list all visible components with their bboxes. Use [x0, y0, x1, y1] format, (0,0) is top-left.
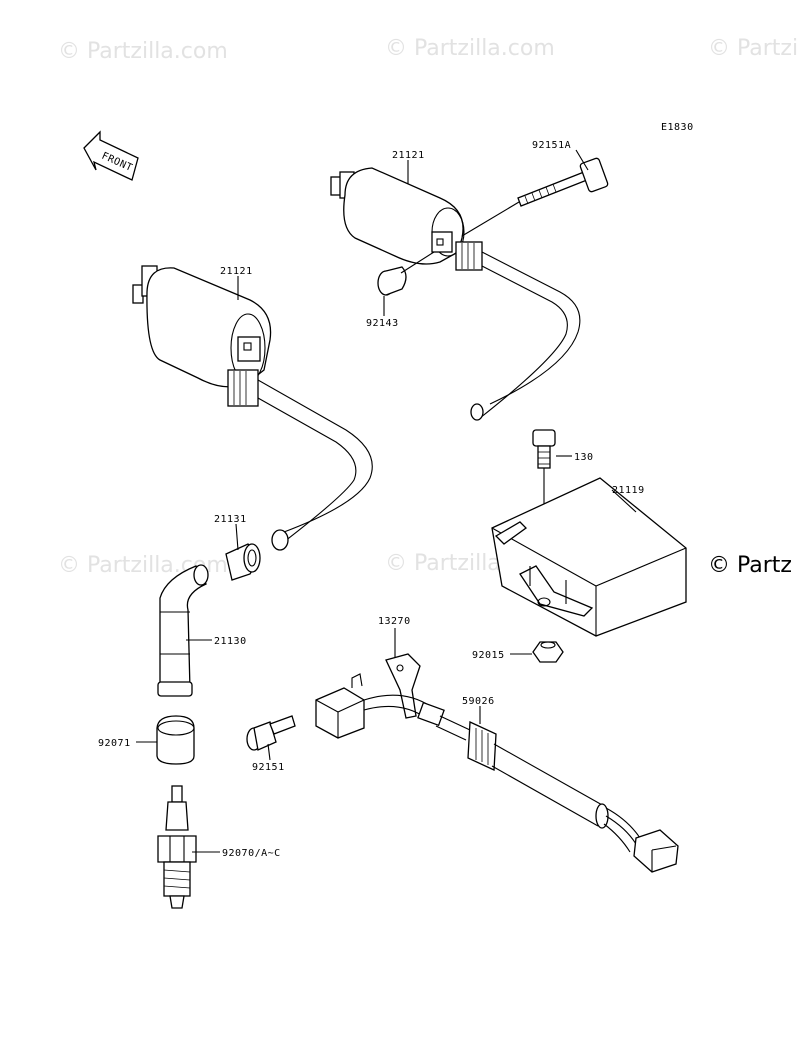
- watermark-2: © Partzilla.com: [385, 36, 555, 61]
- label-21121-upper: 21121: [392, 150, 425, 161]
- diagram-code: E1830: [661, 122, 694, 133]
- part-labels: 21121 92151A 92143 21121 130 21119 21131…: [98, 140, 645, 859]
- igniter-21119: [491, 477, 687, 637]
- spark-plug-92070: [157, 785, 197, 909]
- pickup-bracket-13270: [315, 653, 431, 739]
- label-92151: 92151: [252, 762, 285, 773]
- plug-cap-21130: [157, 564, 209, 697]
- watermark-6: © Partz: [708, 553, 792, 578]
- bolt-92151a: [461, 157, 609, 237]
- label-92143: 92143: [366, 318, 399, 329]
- label-92151a: 92151A: [532, 140, 571, 151]
- upper-ignition-coil: [330, 167, 581, 421]
- watermark-3: © Partzilla.com: [708, 36, 800, 61]
- watermarks: © Partzilla.com © Partzilla.com © Partzi…: [58, 36, 800, 578]
- label-21130: 21130: [214, 636, 247, 647]
- lower-ignition-coil: [132, 265, 373, 551]
- collar-92143: [377, 251, 435, 296]
- nut-92015: [532, 641, 564, 663]
- label-21131: 21131: [214, 514, 247, 525]
- leader-lines: [136, 149, 637, 853]
- harness-59026: [417, 701, 679, 873]
- label-21121-lower: 21121: [220, 266, 253, 277]
- label-92071: 92071: [98, 738, 131, 749]
- label-13270: 13270: [378, 616, 411, 627]
- watermark-1: © Partzilla.com: [58, 39, 228, 64]
- label-59026: 59026: [462, 696, 495, 707]
- label-92070: 92070/A~C: [222, 848, 281, 859]
- label-21119: 21119: [612, 485, 645, 496]
- front-arrow-icon: FRONT: [83, 130, 139, 181]
- cap-cover-92071: [156, 715, 195, 765]
- label-92015: 92015: [472, 650, 505, 661]
- screw-92151: [246, 715, 296, 751]
- label-130: 130: [574, 452, 594, 463]
- seal-21131: [225, 543, 261, 581]
